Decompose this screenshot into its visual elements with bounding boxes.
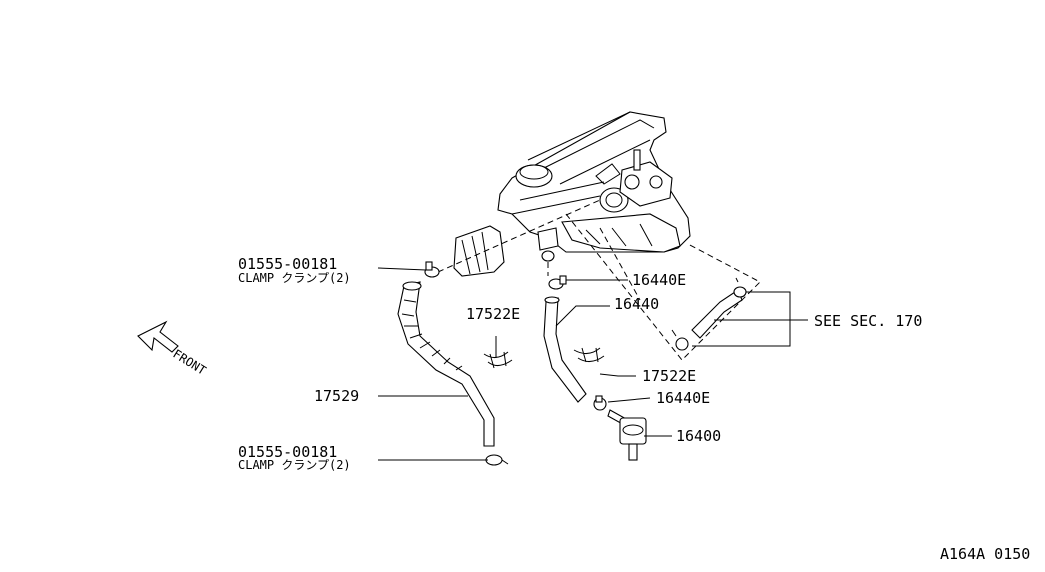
routing-lines bbox=[437, 199, 761, 361]
engine-assembly bbox=[453, 111, 691, 277]
filter-16400-label: 16400 bbox=[676, 427, 721, 445]
hose-17522e-right-label: 17522E bbox=[642, 367, 696, 385]
clamp-16440e-bottom bbox=[593, 395, 607, 411]
clamp-top-part-number: 01555-00181 bbox=[238, 255, 337, 273]
clamp-bottom bbox=[485, 454, 509, 466]
hose-16440-label: 16440 bbox=[614, 295, 659, 313]
clamp-16440e-bottom-label: 16440E bbox=[656, 389, 710, 407]
clamp-16440e-top-label: 16440E bbox=[632, 271, 686, 289]
clamp-bottom-description: CLAMP クランプ(2) bbox=[238, 458, 351, 472]
hose-17529 bbox=[397, 281, 495, 447]
front-arrow-icon bbox=[137, 320, 179, 353]
hose-17529-label: 17529 bbox=[314, 387, 359, 405]
clamp-top-description: CLAMP クランプ(2) bbox=[238, 271, 351, 285]
hose-17522e-left-label: 17522E bbox=[466, 305, 520, 323]
hose-16440 bbox=[543, 296, 587, 403]
clamp-16440e-top bbox=[548, 275, 567, 290]
see-section-label: SEE SEC. 170 bbox=[814, 312, 922, 330]
front-label: FRONT bbox=[170, 347, 208, 378]
cut-marks bbox=[483, 347, 605, 369]
filter-16400 bbox=[607, 409, 647, 461]
clamp-top bbox=[424, 261, 440, 278]
drawing-code: A164A 0150 bbox=[940, 545, 1030, 563]
clamp-bottom-part-number: 01555-00181 bbox=[238, 443, 337, 461]
hose-sec-170 bbox=[671, 277, 747, 351]
leader-lines bbox=[377, 267, 808, 461]
